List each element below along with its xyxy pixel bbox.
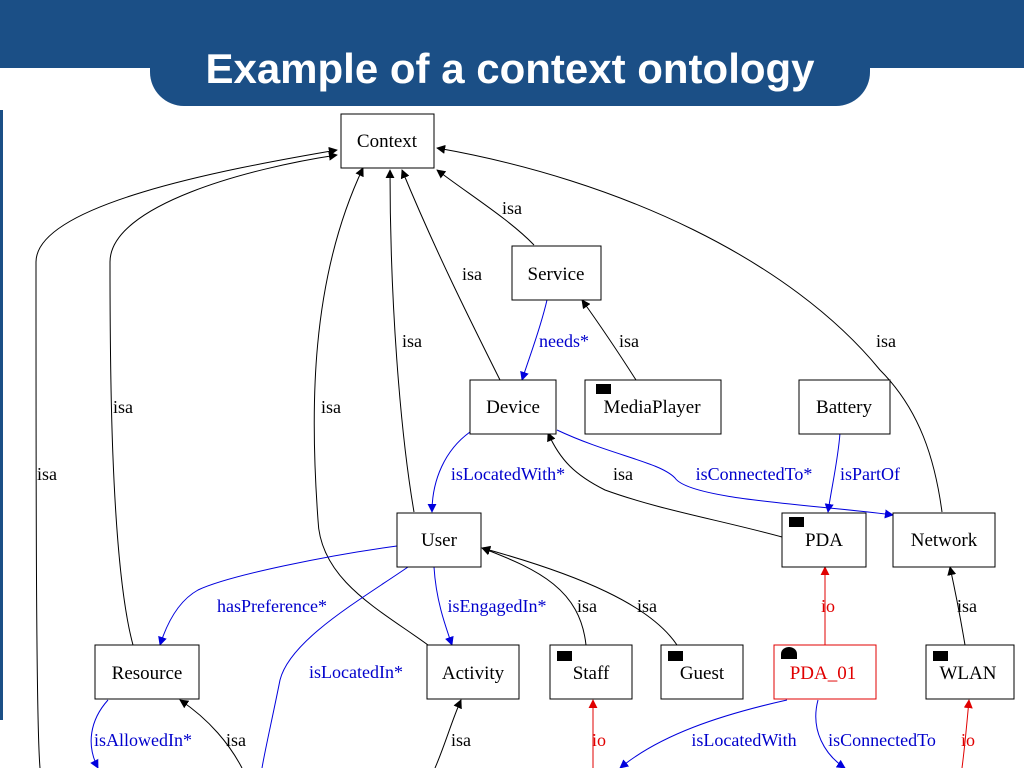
isa-edge-bottom-resource: [179, 699, 243, 768]
node-staff: Staff: [549, 644, 633, 700]
edge-label-haspreference: hasPreference*: [217, 596, 327, 616]
isa-edge-bottom-activity: [434, 699, 462, 768]
islocatedin-edge-user-bottom: [261, 566, 409, 768]
islocatedwith-edge-pda01-bottom: [619, 699, 788, 768]
isa-edge-network-context: [436, 144, 943, 513]
node-service: Service: [511, 245, 602, 301]
node-label-user: User: [421, 530, 458, 551]
edge-label-isa-device-context: isa: [462, 264, 482, 284]
node-label-network: Network: [911, 530, 978, 551]
edge-label-ispartof: isPartOf: [840, 464, 900, 484]
isa-edge-activity-context: [313, 167, 429, 646]
edge-label-islocatedwith-star: isLocatedWith*: [451, 464, 565, 484]
edge-label-isconnectedto: isConnectedTo: [828, 730, 936, 750]
isallowedin-edge-resource-bottom: [90, 699, 109, 768]
isa-edge-wlan-network: [947, 566, 966, 646]
node-label-device: Device: [486, 397, 540, 418]
isa-edge-staff-user: [481, 546, 587, 646]
edge-label-isa-bottom-resource: isa: [226, 730, 246, 750]
edge-label-isa-staff-user: isa: [577, 596, 597, 616]
node-label-staff: Staff: [573, 663, 610, 684]
node-label-battery: Battery: [816, 397, 872, 418]
node-guest: Guest: [660, 644, 744, 700]
node-activity: Activity: [426, 644, 520, 700]
title-tab: [150, 34, 870, 106]
edge-label-isconnectedto-star: isConnectedTo*: [696, 464, 813, 484]
edge-label-isa-mediaplayer-service: isa: [619, 331, 639, 351]
node-network: Network: [892, 512, 996, 568]
islocatedwith-edge-device-user: [427, 431, 471, 513]
node-label-guest: Guest: [680, 663, 725, 684]
instance-marker-icon: [933, 651, 948, 661]
node-label-activity: Activity: [442, 663, 505, 684]
node-user: User: [396, 512, 482, 568]
needs-edge-service-device: [520, 299, 548, 381]
edge-label-isa-wlan-network: isa: [957, 596, 977, 616]
io-edge-bottom-wlan: [961, 699, 973, 768]
node-pda01: PDA_01: [773, 644, 877, 700]
edge-label-isa-activity-context: isa: [321, 397, 341, 417]
node-label-context: Context: [357, 131, 418, 152]
individual-marker-icon: [781, 647, 797, 659]
node-wlan: WLAN: [925, 644, 1015, 700]
isa-edge-mediaplayer-service: [581, 299, 637, 381]
isa-edge-far-left-context: [35, 146, 338, 768]
instance-marker-icon: [596, 384, 611, 394]
edge-label-io-staff: io: [592, 730, 606, 750]
edge-label-isa-far-left: isa: [37, 464, 57, 484]
isengagedin-edge-user-activity: [433, 566, 454, 646]
edge-label-isa-user-context: isa: [402, 331, 422, 351]
edge-label-isa-network-context: isa: [876, 331, 896, 351]
edge-label-islocatedin: isLocatedIn*: [309, 662, 403, 682]
slide-title: Example of a context ontology: [205, 45, 815, 92]
edge-label-isa-service-context: isa: [502, 198, 522, 218]
edge-label-needs: needs*: [539, 331, 589, 351]
isa-edge-user-context: [385, 169, 415, 513]
edge-label-isa-pda-device: isa: [613, 464, 633, 484]
instance-marker-icon: [668, 651, 683, 661]
isconnectedto-edge-pda01-bottom: [815, 699, 846, 768]
edge-label-isallowedin: isAllowedIn*: [94, 730, 192, 750]
left-stripe: [0, 110, 3, 720]
instance-marker-icon: [789, 517, 804, 527]
edge-label-io-pda01-pda: io: [821, 596, 835, 616]
isa-edge-service-context: [436, 169, 535, 246]
node-label-pda01: PDA_01: [790, 663, 857, 684]
ispartof-edge-battery-pda: [824, 432, 841, 513]
isconnectedto-edge-device-network: [556, 429, 894, 519]
edge-label-io-wlan: io: [961, 730, 975, 750]
edge-label-isa-bottom-activity: isa: [451, 730, 471, 750]
edge-label-isa-resource-context: isa: [113, 397, 133, 417]
isa-edge-device-context: [400, 169, 501, 381]
instance-marker-icon: [557, 651, 572, 661]
node-context: Context: [340, 113, 435, 169]
node-label-wlan: WLAN: [940, 663, 997, 684]
node-mediaplayer: MediaPlayer: [584, 379, 722, 435]
node-label-resource: Resource: [112, 663, 183, 684]
haspreference-edge-user-resource: [158, 545, 398, 646]
isa-edge-guest-user: [481, 545, 678, 646]
node-label-mediaplayer: MediaPlayer: [603, 397, 701, 418]
edge-label-isengagedin: isEngagedIn*: [448, 596, 547, 616]
node-label-service: Service: [528, 264, 585, 285]
isa-edge-pda-device: [547, 432, 783, 538]
node-resource: Resource: [94, 644, 200, 700]
edge-label-islocatedwith: isLocatedWith: [691, 730, 796, 750]
node-device: Device: [469, 379, 557, 435]
isa-edge-resource-context: [109, 151, 338, 646]
node-pda: PDA: [781, 512, 867, 568]
node-label-pda: PDA: [805, 530, 843, 551]
edge-label-isa-guest-user: isa: [637, 596, 657, 616]
node-battery: Battery: [798, 379, 891, 435]
